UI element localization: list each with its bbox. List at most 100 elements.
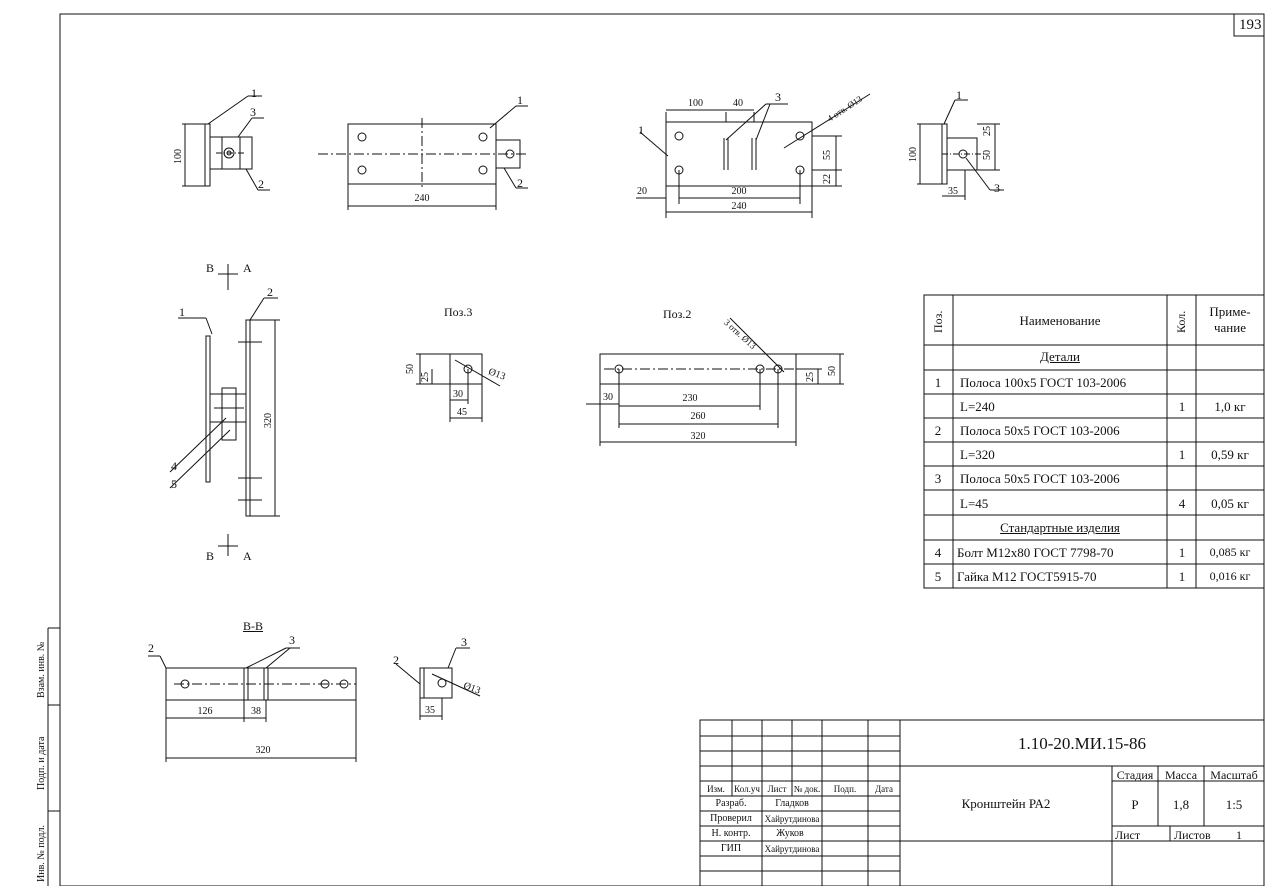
role-norm-control: Н. контр. [711,828,751,839]
spec-header-pos: Поз. [931,310,945,333]
view-section-bb [148,647,357,762]
section-mark-b-top: B [206,261,215,275]
stamp-sign-date: Подп. и дата [36,736,47,790]
section-mark-b-bottom: B [206,549,215,563]
callout-2: 2 [258,177,264,191]
spec-header-note-2: чание [1214,320,1246,335]
view-small-section [395,647,481,720]
spec-table-grid [923,294,1265,589]
callout-2: 2 [517,176,523,190]
dim-320: 320 [690,431,706,442]
dim-126: 126 [197,706,213,717]
dim-40: 40 [733,98,743,109]
name-checked: Хайрутдинова [764,814,820,824]
section-mark-a-top: A [243,261,252,275]
callout-2: 2 [148,641,154,655]
dim-55: 55 [822,150,833,160]
dim-320: 320 [255,745,271,756]
spec-row-3-name: Полоса 50x5 ГОСТ 103-2006 [960,423,1120,438]
col-header-kol: Кол.уч [734,784,760,794]
callout-1: 1 [517,93,523,107]
stamp-inv-number: Инв. № подл. [36,825,47,882]
dim-45: 45 [457,407,467,418]
spec-header-qty: Кол. [1174,310,1188,333]
spec-row-4-name: L=320 [960,447,995,462]
col-header-date: Дата [875,784,893,794]
scale-label: Масштаб [1210,768,1258,782]
stage-label: Стадия [1116,768,1154,782]
view-top-strip [318,105,528,210]
sheets-value: 1 [1236,828,1242,842]
spec-row-1-pos: 1 [934,375,942,390]
doc-code: 1.10-20.МИ.15-86 [1018,734,1146,753]
name-developer: Гладков [775,798,809,809]
spec-row-section-standard: Стандартные изделия [1000,520,1120,535]
role-developer: Разраб. [715,798,747,809]
spec-row-1-name: Полоса 100x5 ГОСТ 103-2006 [960,375,1127,390]
name-norm-control: Жуков [776,828,804,839]
stamp-replaced-inv: Взам. инв. № [36,641,47,698]
dim-20: 20 [637,186,647,197]
callout-3: 3 [250,105,256,119]
name-gip: Хайрутдинова [764,844,820,854]
spec-row-8-pos: 4 [934,545,942,560]
spec-row-8-name: Болт М12х80 ГОСТ 7798-70 [957,545,1114,560]
spec-row-5-name: Полоса 50x5 ГОСТ 103-2006 [960,471,1120,486]
callout-3: 3 [775,90,781,104]
spec-row-6-qty: 4 [1178,496,1186,511]
poz2-title: Поз.2 [663,307,692,321]
dim-35: 35 [948,186,958,197]
dim-25: 25 [420,372,431,382]
dim-35: 35 [425,705,435,716]
sheet-label: Лист [1115,828,1141,842]
spec-header-name: Наименование [1019,313,1101,328]
product-name: Кронштейн РА2 [961,796,1051,811]
spec-row-4-note: 0,59 кг [1211,447,1249,462]
spec-row-2-name: L=240 [960,399,995,414]
spec-row-9-name: Гайка М12 ГОСТ5915-70 [957,569,1097,584]
callout-3: 3 [289,633,295,647]
section-bb-title: B-B [243,619,264,633]
dim-240: 240 [414,193,430,204]
dim-100: 100 [688,98,703,109]
dim-230: 230 [682,393,698,404]
stage-value: Р [1131,797,1139,812]
spec-header-note-1: Приме- [1209,304,1251,319]
callout-4: 4 [171,459,177,473]
role-gip: ГИП [720,843,742,854]
dim-260: 260 [690,411,706,422]
spec-row-6-name: L=45 [960,496,989,511]
dim-30: 30 [453,389,463,400]
dim-22: 22 [822,174,833,184]
col-header-list: Лист [767,784,787,794]
section-marks [218,264,238,556]
spec-row-9-pos: 5 [934,569,942,584]
sheets-label: Листов [1174,828,1211,842]
dim-38: 38 [251,706,261,717]
spec-row-2-note: 1,0 кг [1214,399,1246,414]
view-top-center [636,93,871,218]
spec-row-4-qty: 1 [1178,447,1186,462]
dim-320: 320 [263,413,274,428]
col-header-doc: № док. [793,784,821,794]
spec-row-8-qty: 1 [1178,545,1186,560]
spec-row-3-pos: 2 [934,423,942,438]
callout-5: 5 [171,477,177,491]
spec-row-5-pos: 3 [934,471,942,486]
dim-30: 30 [603,392,613,403]
sheet-frame [59,13,1265,886]
spec-row-section-details: Детали [1040,349,1080,364]
mass-label: Масса [1164,768,1198,782]
title-block-grid [699,719,1265,886]
dim-240: 240 [731,201,747,212]
callout-3: 3 [461,635,467,649]
col-header-izm: Изм. [707,784,725,794]
dim-50: 50 [405,364,416,374]
role-checked: Проверил [710,813,752,824]
callout-2: 2 [393,653,399,667]
section-mark-a-bottom: A [243,549,252,563]
left-stamp-column [47,627,60,886]
view-poz3 [416,353,501,422]
dim-200: 200 [731,186,747,197]
